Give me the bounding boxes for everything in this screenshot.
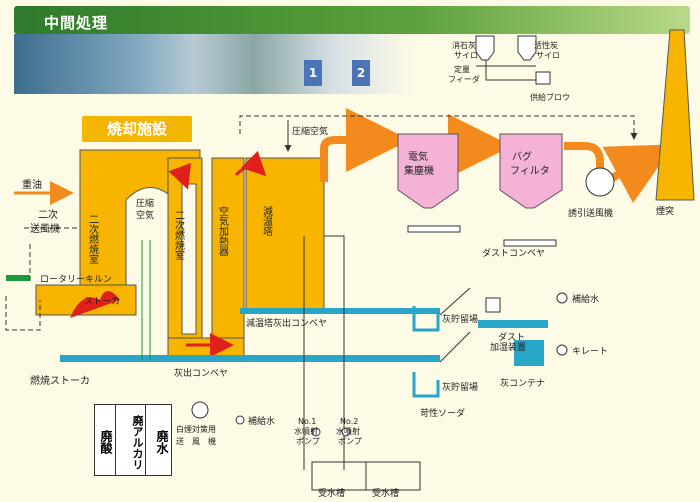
lime-silo-label-2: サイロ (454, 51, 478, 60)
air-heater-column (211, 157, 245, 359)
waste-water: 廃水 (155, 430, 169, 454)
makeup-water-label-1: 補給水 (572, 293, 599, 305)
humidifier-conveyor (478, 320, 548, 328)
carbon-silo-label-2: サイロ (536, 51, 560, 60)
header-bar: 中間処理 (14, 6, 690, 34)
blower-label: 供給ブロウ (530, 92, 570, 102)
bag-filter-label-2: フィルタ (510, 165, 550, 177)
hopper (485, 297, 501, 313)
blower-icon (535, 71, 551, 85)
compressed-air-label-2: 圧縮空気 (292, 125, 328, 137)
plant-photo-banner: 1 2 (14, 34, 414, 94)
heavy-oil-label: 重油 (22, 178, 42, 191)
ash-container-label: 灰コンテナ (500, 377, 545, 389)
cooling-ash-conveyor-belt (240, 308, 440, 314)
photo-plate-2: 2 (352, 60, 370, 86)
water-tank-label-2: 受水槽 (372, 487, 399, 499)
smoke-fan-label-1: 白煙対策用 (176, 424, 216, 434)
feeder-label-2: フィーダ (448, 74, 480, 84)
smoke-fan-icon (191, 401, 209, 419)
flow-arrow-red-1 (168, 162, 191, 190)
humidifier-tank (514, 340, 544, 366)
flue-duct-3 (564, 142, 604, 172)
feeder-label-1: 定量 (454, 64, 470, 74)
waste-alkali: 廃アルカリ (121, 405, 146, 475)
waste-inputs: 廃酸 廃アルカリ 廃水 (94, 404, 172, 476)
compressed-air-label-1b: 空気 (136, 209, 154, 221)
pump-2-label-b: 水噴射 (336, 426, 360, 436)
makeup-water-label-2: 補給水 (248, 415, 275, 427)
electrostatic-precipitator (397, 133, 459, 209)
flame-icon (70, 291, 120, 318)
pump-1-label-b: 水噴射 (294, 426, 318, 436)
pump-1-label-c: ポンプ (296, 437, 320, 446)
carbon-silo-label-1: 活性炭 (534, 40, 558, 50)
esp-label-2: 集塵機 (404, 164, 434, 177)
air-heater-label: 空気加熱器 (217, 205, 229, 257)
carbon-silo-icon (517, 35, 537, 61)
dust-conveyor (503, 239, 557, 247)
kiln-inlet-green (6, 275, 30, 281)
ash-pit-1 (412, 306, 440, 332)
waste-acid: 廃酸 (95, 405, 116, 475)
ash-pit-label-2: 灰貯留場 (442, 381, 478, 393)
flow-arrow-red-2 (234, 150, 267, 177)
pump-1-label-a: No.1 (298, 417, 316, 426)
rotary-kiln-label: ロータリーキルン (40, 274, 112, 285)
cooling-tower-body (245, 157, 325, 311)
induced-fan-icon (585, 167, 615, 197)
caustic-soda-label: 苛性ソーダ (420, 407, 465, 419)
inner-baffle (181, 183, 197, 335)
stoker-label: ストーカ (84, 296, 120, 307)
dust-humidifier-label-2: 加湿装置 (490, 341, 526, 353)
pump-2-label-c: ポンプ (338, 437, 362, 446)
bag-filter (499, 133, 563, 209)
smoke-fan-label-2: 送 風 機 (176, 436, 216, 446)
chimney (655, 29, 695, 201)
page-title: 中間処理 (44, 14, 109, 32)
compressed-air-label-1a: 圧縮 (136, 197, 154, 209)
flue-duct-1 (320, 108, 410, 182)
combustion-stoker-label: 燃焼ストーカ (30, 374, 90, 387)
dust-conveyor-label: ダストコンベヤ (482, 247, 545, 259)
chelate-label: キレート (572, 347, 608, 357)
lime-silo-label-1: 消石灰 (452, 40, 476, 50)
chimney-label: 煙突 (656, 205, 674, 217)
bag-filter-label-1: バグ (512, 150, 532, 163)
secondary-combustion-label-1: 二次燃焼室 (87, 214, 99, 264)
ash-pit-label-1: 灰貯留場 (442, 313, 478, 325)
induced-fan-label: 誘引送風機 (568, 207, 613, 219)
secondary-combustion-label-2: 二次燃焼室 (173, 210, 185, 260)
ash-pit-2 (412, 372, 440, 398)
water-tank-label-1: 受水槽 (318, 487, 345, 499)
secondary-fan-label-2: 送風機 (30, 222, 60, 235)
photo-plate-1: 1 (304, 60, 322, 86)
esp-label-1: 電気 (408, 150, 428, 163)
ash-conveyor-label: 灰出コンベヤ (174, 367, 228, 379)
secondary-fan-label-1: 二次 (38, 208, 58, 221)
cooling-ash-conveyor-label: 減温塔灰出コンベヤ (246, 317, 327, 329)
lime-silo-icon (475, 35, 495, 61)
dust-humidifier-label-1: ダスト (498, 331, 525, 343)
ash-conveyor-belt (60, 355, 440, 362)
flue-duct-4 (602, 144, 675, 203)
cooling-tower-label: 減温塔 (261, 205, 273, 237)
esp-dust-conveyor (407, 225, 461, 233)
incineration-facility-badge: 焼却施設 (82, 116, 192, 142)
pump-2-label-a: No.2 (340, 417, 358, 426)
